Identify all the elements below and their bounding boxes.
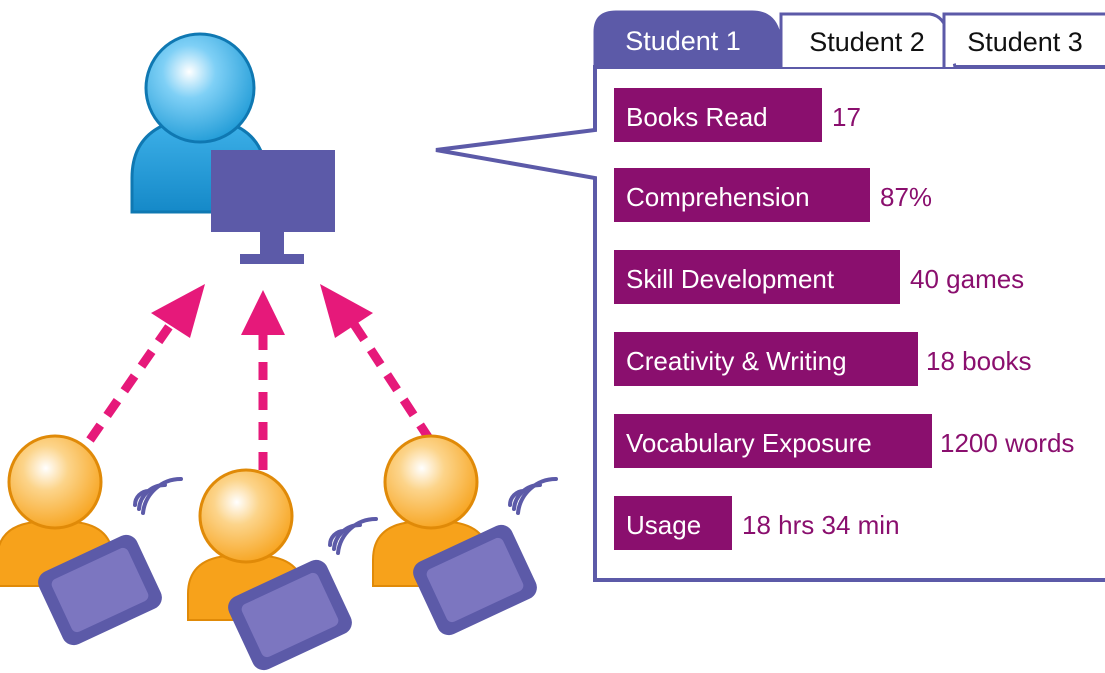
dashed-arrow-icon (86, 284, 205, 443)
metric-row-comprehension: Comprehension 87% (614, 168, 932, 222)
teacher-person-icon (130, 32, 268, 214)
metric-label: Books Read (626, 102, 768, 132)
tab-student-1[interactable]: Student 1 (593, 10, 793, 69)
monitor-icon (211, 150, 335, 264)
tab-label: Student 1 (625, 26, 741, 56)
metric-label: Comprehension (626, 182, 810, 212)
metric-value: 1200 words (940, 428, 1074, 458)
wireless-signal-icon (328, 516, 378, 555)
wireless-signal-icon (508, 476, 558, 515)
metric-label: Skill Development (626, 264, 835, 294)
tab-label: Student 3 (967, 27, 1083, 57)
metric-label: Usage (626, 510, 701, 540)
metric-value: 18 hrs 34 min (742, 510, 900, 540)
metric-value: 18 books (926, 346, 1032, 376)
metric-row-vocabulary-exposure: Vocabulary Exposure 1200 words (614, 414, 1074, 468)
metric-row-creativity-writing: Creativity & Writing 18 books (614, 332, 1032, 386)
dashed-arrow-icon (320, 284, 434, 443)
metric-value: 87% (880, 182, 932, 212)
metric-label: Vocabulary Exposure (626, 428, 872, 458)
tab-student-2[interactable]: Student 2 (779, 12, 957, 68)
metric-row-skill-development: Skill Development 40 games (614, 250, 1024, 304)
tab-label: Student 2 (809, 27, 925, 57)
metric-row-books-read: Books Read 17 (614, 88, 861, 142)
metric-label: Creativity & Writing (626, 346, 847, 376)
dashed-arrow-icon (241, 290, 285, 470)
callout-panel (435, 65, 1105, 582)
metric-value: 17 (832, 102, 861, 132)
wireless-signal-icon (133, 476, 183, 515)
tab-student-3[interactable]: Student 3 (942, 12, 1105, 67)
metric-value: 40 games (910, 264, 1024, 294)
metric-row-usage: Usage 18 hrs 34 min (614, 496, 900, 550)
